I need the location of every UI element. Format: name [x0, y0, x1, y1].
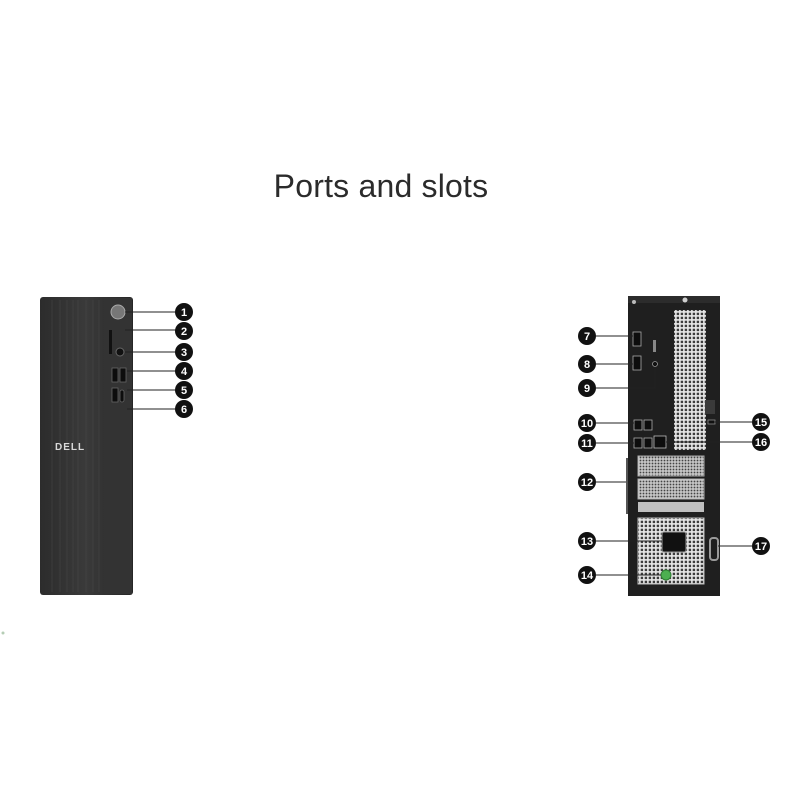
usb-port-icon [633, 419, 643, 431]
display-port-icon [632, 355, 642, 371]
audio-line-out-icon [652, 361, 658, 367]
display-port-icon [632, 331, 642, 347]
callout-number: 7 [584, 331, 590, 343]
rear-io-marker [653, 340, 656, 352]
usb-port-icon [643, 419, 653, 431]
rear-leader-lines [596, 335, 752, 576]
rear-side-latch [705, 400, 715, 414]
power-status-light-icon [660, 569, 672, 581]
callout-badge: 1 [175, 303, 193, 321]
rear-vent-grill [674, 310, 706, 450]
expansion-slot-icon [637, 478, 705, 500]
usb-port-icon [643, 437, 653, 449]
rear-top-lip [628, 296, 720, 303]
usb-port-icon [633, 437, 643, 449]
callout-badge: 2 [175, 322, 193, 340]
callout-number: 9 [584, 383, 590, 395]
callout-badge: 5 [175, 381, 193, 399]
callout-number: 16 [755, 437, 767, 449]
front-texture-lines [51, 300, 100, 592]
expansion-slot-bracket [638, 502, 704, 512]
callout-number: 10 [581, 418, 593, 430]
callout-badge: 10 [578, 414, 596, 432]
sd-card-slot-icon [109, 330, 112, 354]
callout-badge: 11 [578, 434, 596, 452]
padlock-ring-icon [709, 537, 719, 561]
callout-badge: 9 [578, 379, 596, 397]
power-button-icon[interactable] [110, 304, 126, 320]
dell-logo: DELL [55, 442, 85, 453]
stray-dot [1, 631, 5, 635]
callout-number: 2 [181, 326, 187, 338]
usb-port-icon [119, 367, 127, 383]
callout-number: 14 [581, 570, 594, 582]
usb-c-port-icon [119, 389, 125, 403]
callout-number: 17 [755, 541, 767, 553]
callout-badge: 17 [752, 537, 770, 555]
callout-badge: 4 [175, 362, 193, 380]
callout-badge: 15 [752, 413, 770, 431]
rear-view [596, 296, 752, 596]
front-port-strip [104, 298, 132, 594]
callout-badge: 6 [175, 400, 193, 418]
callout-badge: 7 [578, 327, 596, 345]
callout-number: 8 [584, 359, 590, 371]
callout-number: 3 [181, 347, 187, 359]
callout-badge: 3 [175, 343, 193, 361]
callout-badge: 8 [578, 355, 596, 373]
expansion-slot-icon [637, 455, 705, 477]
callout-number: 6 [181, 404, 187, 416]
security-lock-slot-icon [707, 419, 716, 425]
page-title: Ports and slots [273, 168, 489, 204]
usb-port-icon [111, 367, 119, 383]
callout-badge: 16 [752, 433, 770, 451]
rear-screw-icon [682, 297, 688, 303]
callout-badge: 14 [578, 566, 596, 584]
callout-badge: 13 [578, 532, 596, 550]
callout-number: 13 [581, 536, 593, 548]
callout-number: 12 [581, 477, 593, 489]
front-view: DELL [40, 297, 176, 595]
rear-screw-icon [632, 300, 636, 304]
usb-port-icon [111, 387, 119, 403]
callout-number: 1 [181, 307, 187, 319]
callout-badge: 12 [578, 473, 596, 491]
callout-number: 15 [755, 417, 767, 429]
callout-number: 5 [181, 385, 187, 397]
expansion-bracket-outline [626, 458, 628, 514]
ethernet-port-icon [653, 435, 667, 449]
audio-jack-icon [115, 347, 125, 357]
callout-number: 4 [181, 366, 188, 378]
power-connector-icon [661, 531, 687, 553]
front-leader-lines [125, 311, 176, 410]
callout-number: 11 [581, 438, 593, 450]
